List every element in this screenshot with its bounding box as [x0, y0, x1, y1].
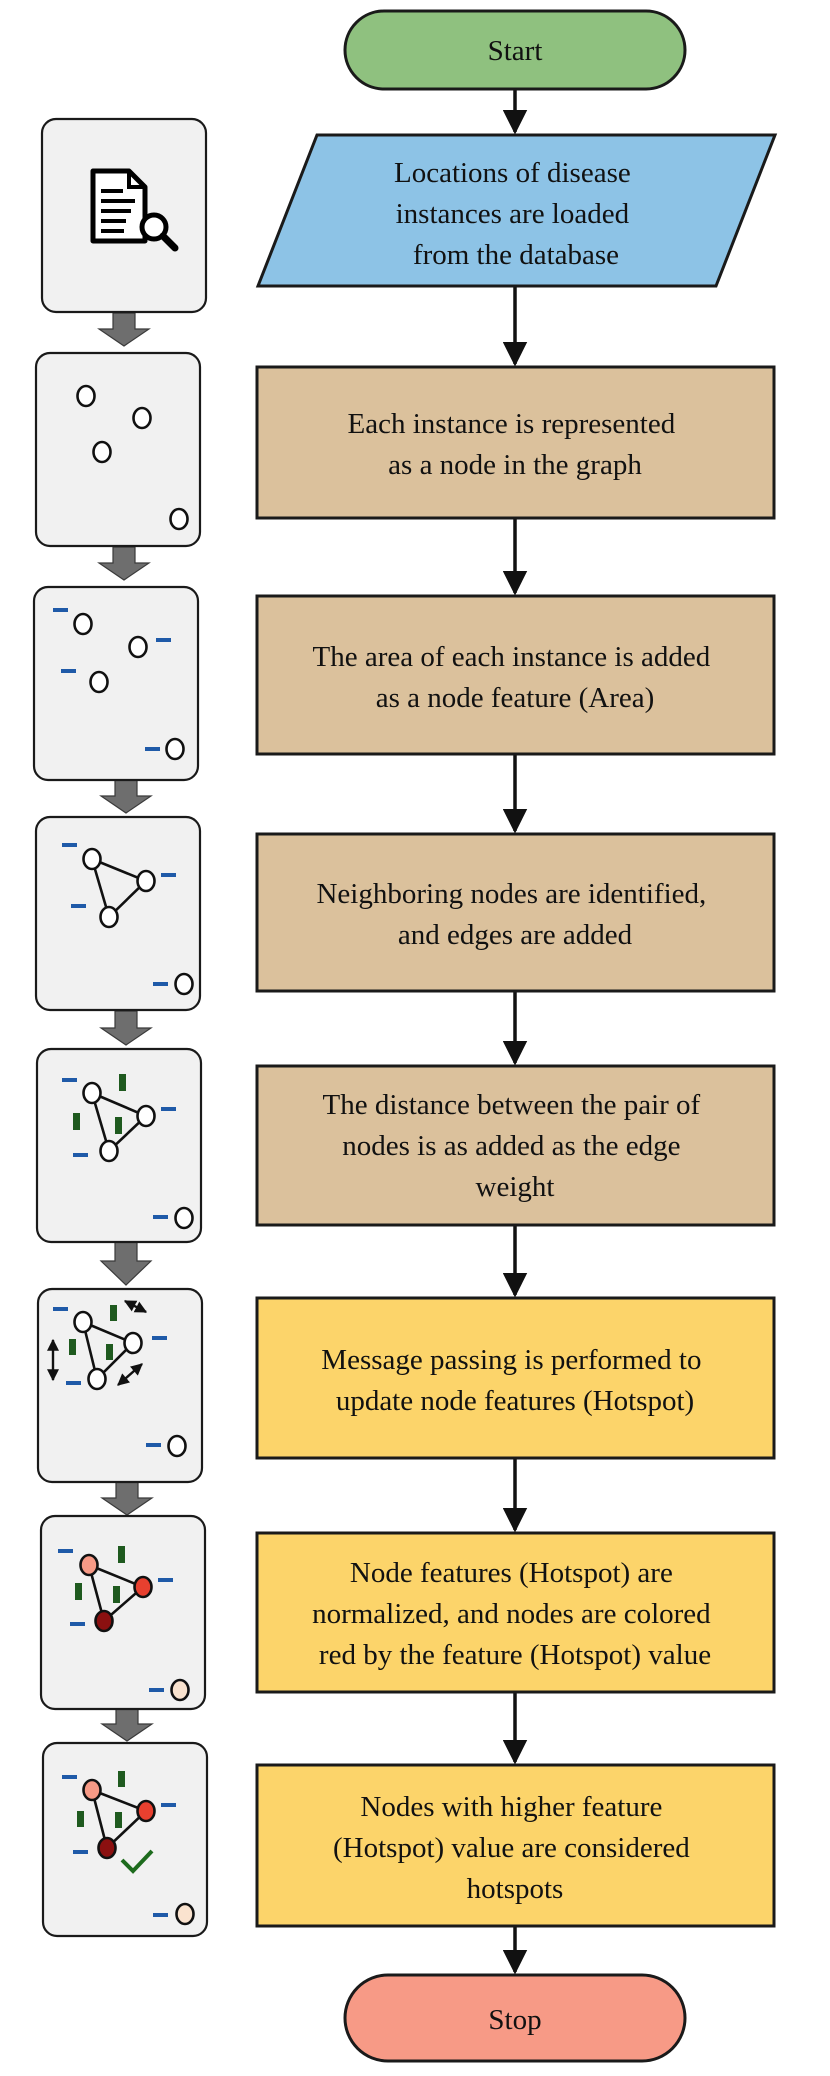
step-5-line-1: The distance between the pair of — [323, 1089, 701, 1121]
stop-shape — [343, 1973, 687, 2063]
step-add-edges: Neighboring nodes are identified, and ed… — [255, 832, 776, 993]
step-hotspots: Nodes with higher feature (Hotspot) valu… — [255, 1763, 776, 1928]
step-7-shape — [255, 1531, 776, 1694]
step-1-shape — [255, 133, 778, 288]
step-1-line-3: from the database — [413, 239, 619, 271]
step-add-area-feature: The area of each instance is added as a … — [255, 594, 776, 756]
step-7-line-1: Node features (Hotspot) are — [350, 1557, 673, 1589]
message-passing-graph-icon — [36, 1287, 204, 1484]
step-6-line-1: Message passing is performed to — [321, 1344, 701, 1376]
step-8-line-1: Nodes with higher feature — [360, 1791, 662, 1823]
step-normalize-color: Node features (Hotspot) are normalized, … — [255, 1531, 776, 1694]
step-4-shape — [255, 832, 776, 993]
illustration-arrow-6 — [100, 1480, 154, 1516]
step-2-line-1: Each instance is represented — [348, 408, 676, 440]
step-8-line-3: hotspots — [467, 1873, 564, 1905]
step-3-line-1: The area of each instance is added — [313, 641, 711, 673]
step-3-shape — [255, 594, 776, 756]
illustration-arrow-5 — [99, 1240, 153, 1286]
illustration-arrow-4 — [99, 1010, 153, 1046]
step-4-line-2: and edges are added — [398, 919, 633, 951]
illustration-arrow-2 — [97, 546, 151, 581]
step-8-text: Nodes with higher feature (Hotspot) valu… — [333, 1791, 697, 1905]
illustration-arrow-1 — [97, 312, 151, 347]
illustration-arrows — [97, 312, 154, 1742]
illustration-arrow-7 — [100, 1706, 154, 1742]
step-7-line-3: red by the feature (Hotspot) value — [319, 1639, 711, 1671]
hotspot-selected-graph-icon — [41, 1741, 209, 1938]
step-5-line-3: weight — [476, 1171, 555, 1203]
step-instance-to-node: Each instance is represented as a node i… — [255, 365, 776, 520]
scattered-nodes-icon — [34, 351, 202, 548]
illustration-panel-2 — [34, 351, 202, 548]
weighted-graph-icon — [35, 1047, 203, 1244]
step-5-text: The distance between the pair of nodes i… — [323, 1089, 708, 1203]
step-1-line-2: instances are loaded — [396, 198, 630, 230]
illustration-panel-5 — [35, 1047, 203, 1244]
step-2-line-2: as a node in the graph — [388, 449, 642, 481]
start-terminator: Start — [343, 9, 687, 91]
step-6-shape — [255, 1296, 776, 1460]
step-message-passing: Message passing is performed to update n… — [255, 1296, 776, 1460]
step-8-shape — [255, 1763, 776, 1928]
step-1-text: Locations of disease instances are loade… — [394, 157, 638, 271]
step-7-text: Node features (Hotspot) are normalized, … — [312, 1557, 718, 1671]
step-1-line-1: Locations of disease — [394, 157, 631, 189]
step-2-text: Each instance is represented as a node i… — [348, 408, 683, 481]
step-4-text: Neighboring nodes are identified, and ed… — [316, 878, 713, 951]
step-5-shape — [255, 1064, 776, 1227]
check-icon — [120, 1849, 154, 1874]
start-label: Start — [488, 35, 543, 67]
stop-label: Stop — [488, 2004, 541, 2036]
illustration-panel-3 — [32, 585, 200, 782]
step-8-line-2: (Hotspot) value are considered — [333, 1832, 690, 1864]
illustration-arrow-3 — [99, 779, 153, 814]
colored-hotspot-graph-icon — [39, 1514, 207, 1711]
nodes-with-area-feature-icon — [32, 585, 200, 782]
step-2-shape — [255, 365, 776, 520]
step-7-line-2: normalized, and nodes are colored — [312, 1598, 711, 1630]
step-5-line-2: nodes is as added as the edge — [342, 1130, 680, 1162]
start-shape — [343, 9, 687, 91]
step-6-text: Message passing is performed to update n… — [321, 1344, 708, 1417]
step-6-line-2: update node features (Hotspot) — [336, 1385, 694, 1417]
connected-graph-icon — [34, 815, 202, 1012]
step-load-locations: Locations of disease instances are loade… — [255, 133, 778, 288]
step-edge-weight: The distance between the pair of nodes i… — [255, 1064, 776, 1227]
step-3-text: The area of each instance is added as a … — [313, 641, 718, 714]
stop-terminator: Stop — [343, 1973, 687, 2063]
document-search-icon — [40, 117, 208, 314]
step-4-line-1: Neighboring nodes are identified, — [316, 878, 706, 910]
step-3-line-2: as a node feature (Area) — [376, 682, 655, 714]
